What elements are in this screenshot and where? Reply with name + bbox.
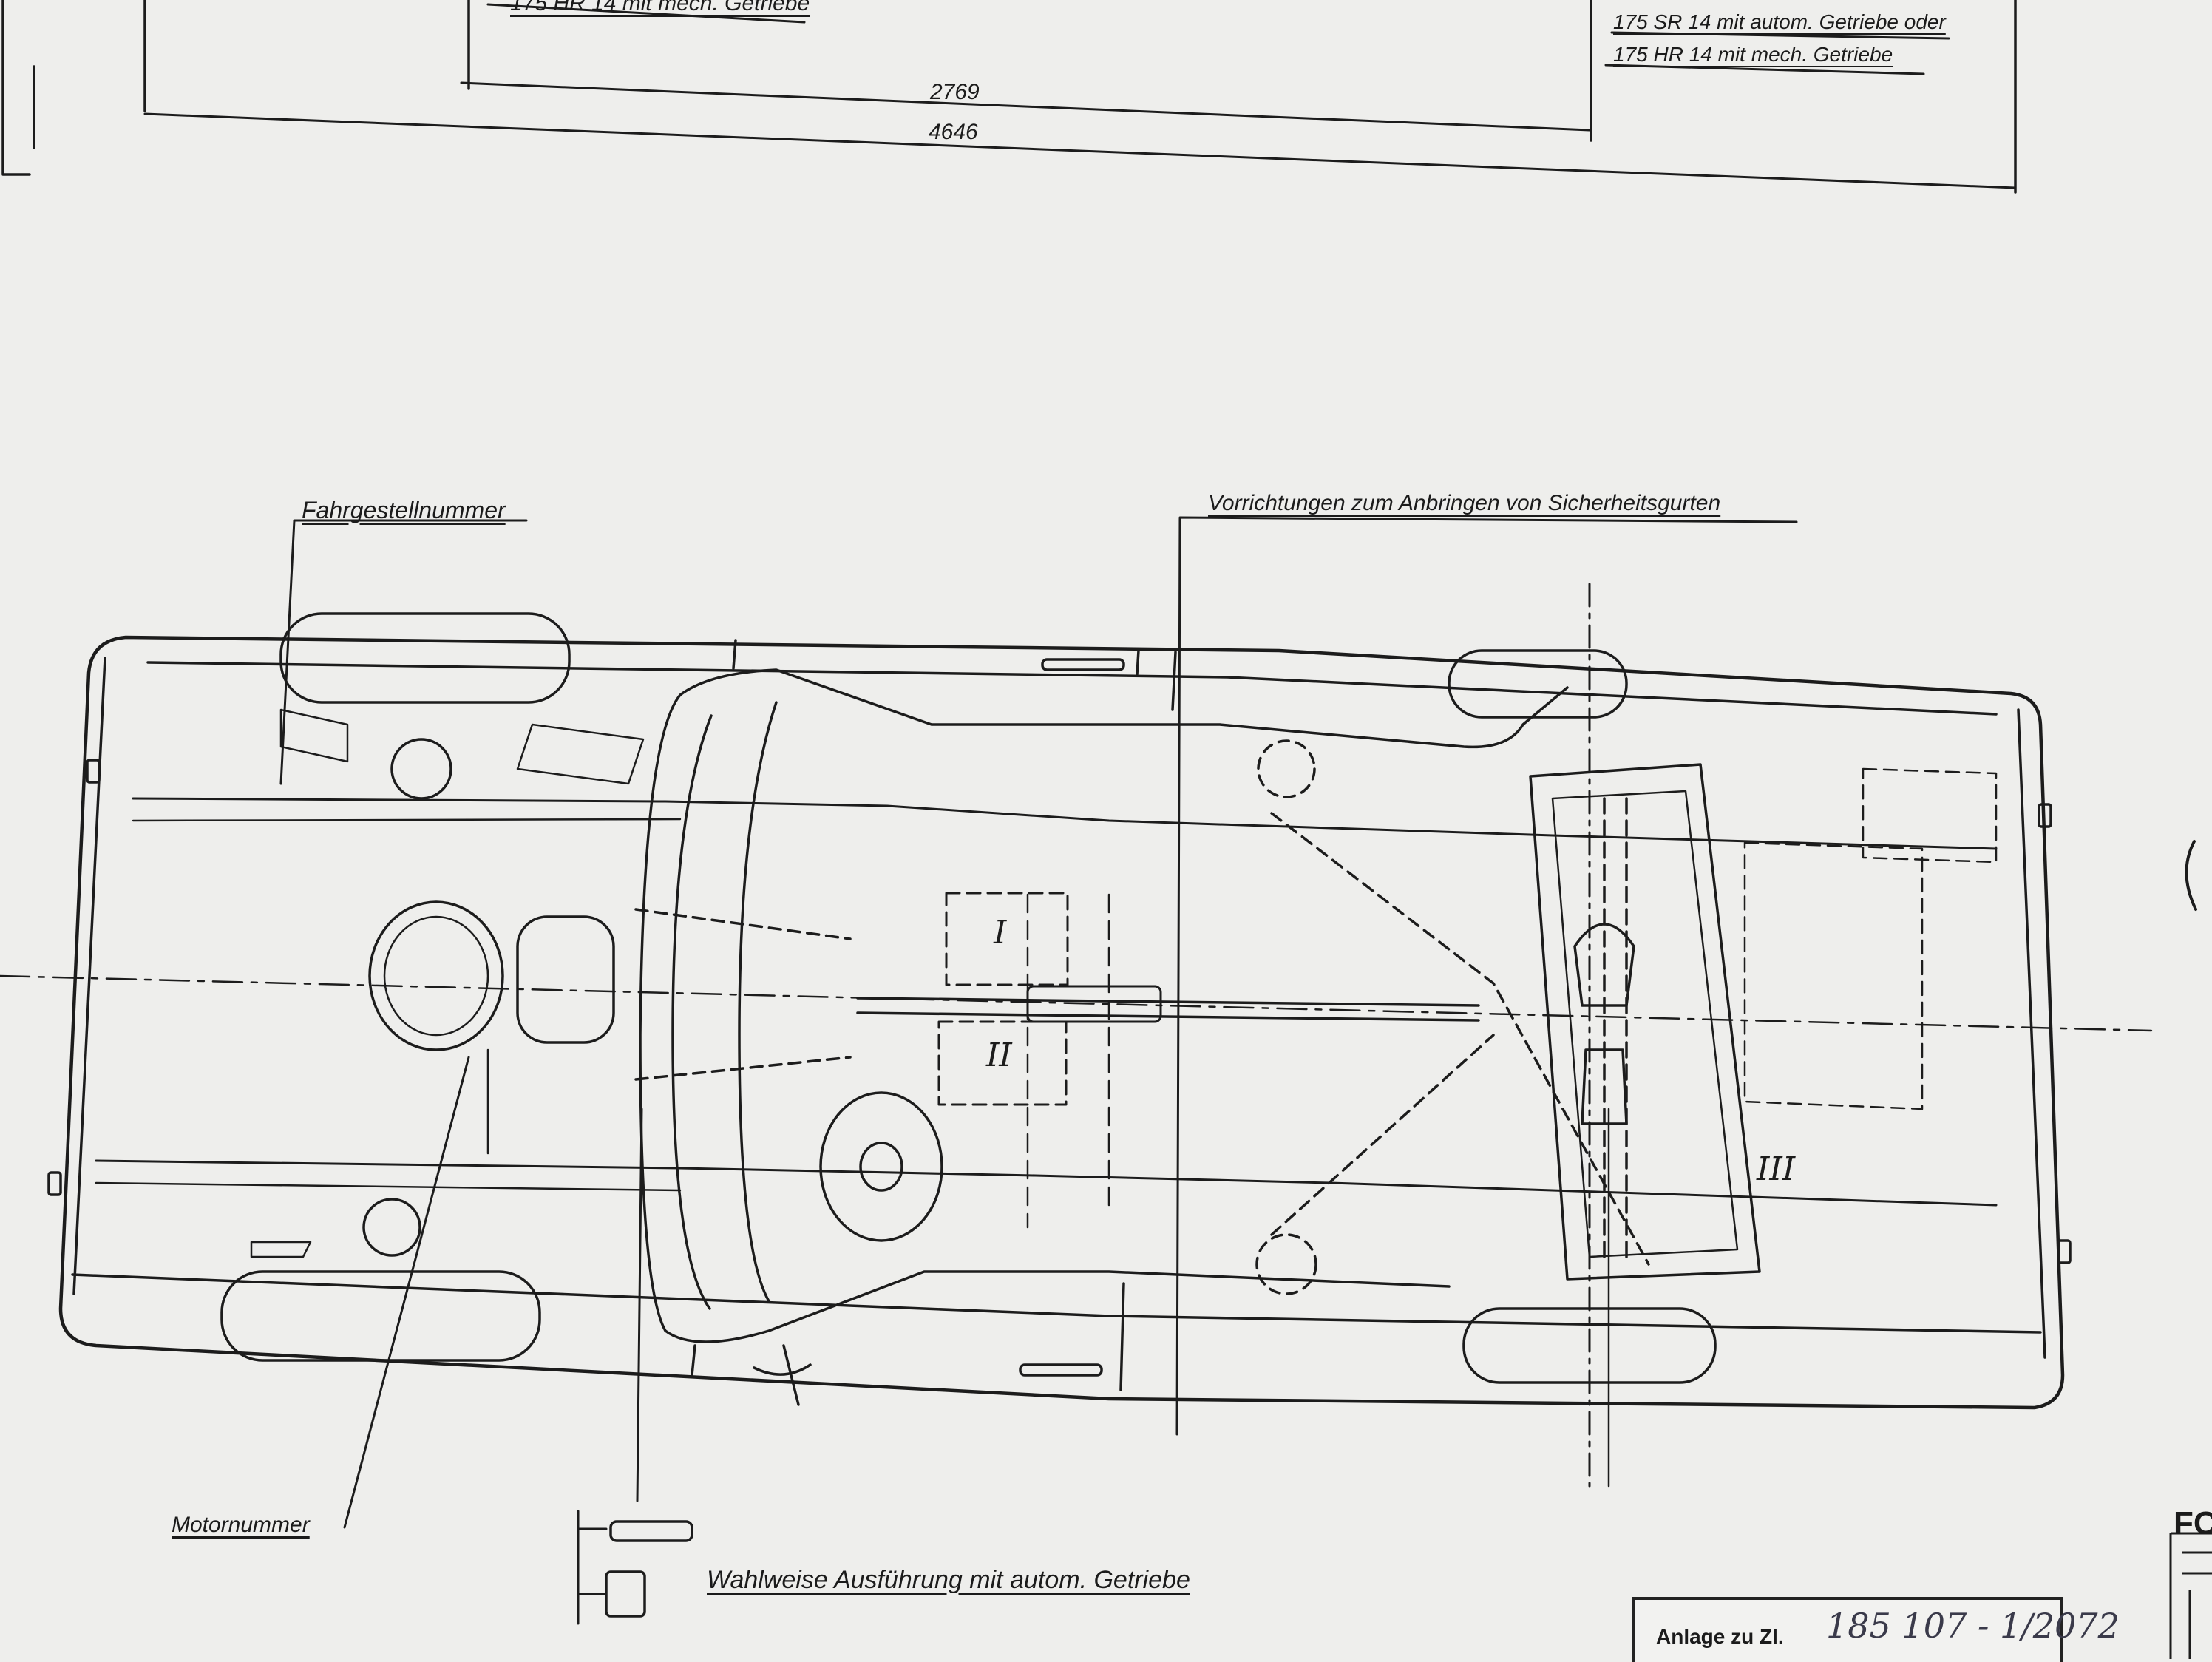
seat-belt-mounts-label: Vorrichtungen zum Anbringen von Sicherhe…: [1208, 491, 1721, 515]
leader-lines: [279, 516, 2197, 1625]
zone-marker-3: III: [1756, 1150, 1797, 1188]
selector-box-symbol: [605, 1570, 646, 1618]
centre-line: [0, 974, 2153, 1032]
zone-marker-2: II: [985, 1037, 1013, 1074]
selector-lever-symbol: [609, 1520, 693, 1542]
reference-stamp-label: Anlage zu Zl.: [1656, 1625, 1784, 1648]
tyre-note-top-left: 175 HR 14 mit mech. Getriebe: [510, 0, 810, 16]
engine-number-label: Motornummer: [172, 1513, 310, 1537]
reference-stamp-handwritten-number: 185 107 - 1/2072: [1826, 1606, 2120, 1646]
wheelbase-dimension: 2769: [929, 80, 980, 104]
automatic-transmission-option-label: Wahlweise Ausführung mit autom. Getriebe: [707, 1566, 1190, 1594]
drawing-title-block: [2169, 1532, 2212, 1659]
tyre-note-top-right-line2: 175 HR 14 mit mech. Getriebe: [1613, 43, 1893, 66]
tyre-note-top-right-line1: 175 SR 14 mit autom. Getriebe oder: [1613, 10, 1946, 33]
reference-stamp: Anlage zu Zl. 185 107 - 1/2072: [1632, 1597, 2120, 1662]
car-body-outline: [47, 612, 2072, 1410]
edge-title-fragment: FC: [2174, 1505, 2212, 1541]
zone-marker-1: I: [993, 914, 1008, 952]
dimension-area: [1, 0, 2017, 194]
chassis-number-label: Fahrgestellnummer: [302, 497, 506, 523]
overall-length-dimension: 4646: [929, 120, 978, 144]
